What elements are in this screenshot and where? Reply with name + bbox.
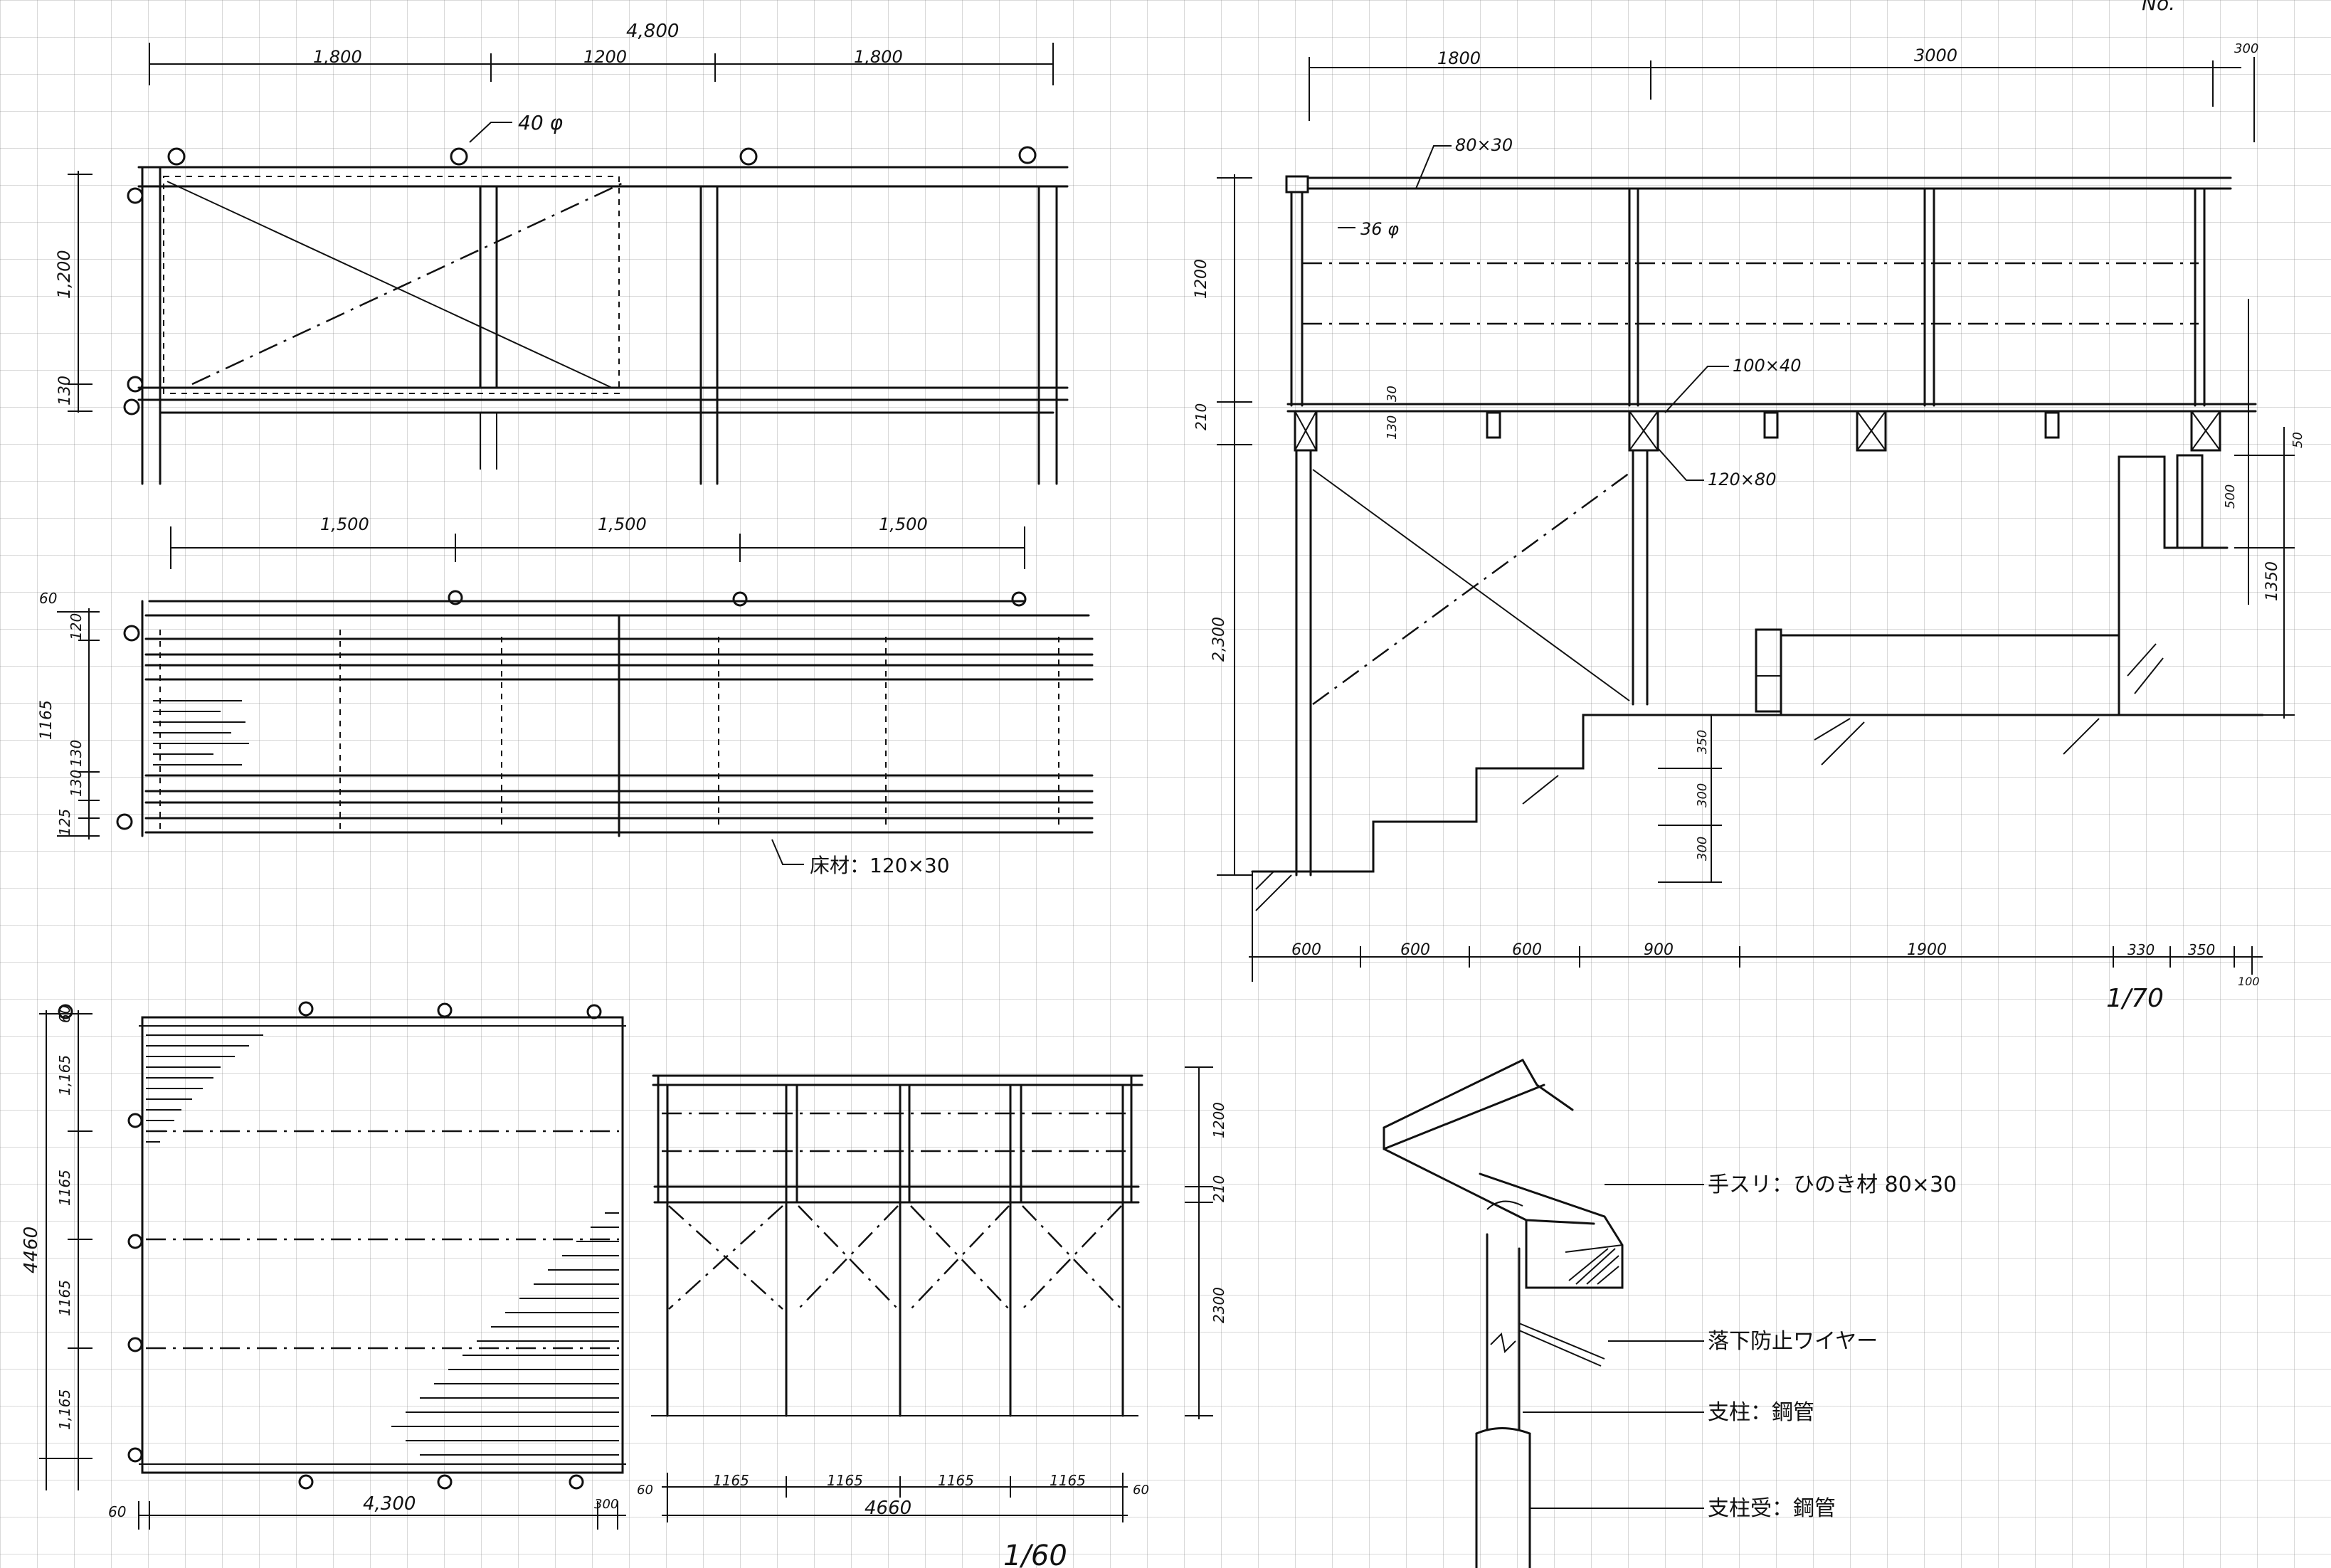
lower-plan-dim-60: 60 — [56, 1005, 73, 1023]
top-plan-span-3: 1,800 — [854, 47, 903, 67]
section-deck-130: 130 — [1385, 415, 1400, 440]
post-size-label: 36 φ — [1360, 219, 1399, 239]
front-elev-total: 4660 — [865, 1498, 911, 1519]
front-elevation-view: 1200 210 2300 60 1165 1165 1165 1165 466… — [637, 1066, 1227, 1568]
floor-plan-span-2: 1,500 — [598, 514, 647, 534]
handrail-detail: 手スリ：ひのき材 80×30 落下防止ワイヤー 支柱：鋼管 支柱受：鋼管 — [1383, 1059, 1957, 1568]
beam-120x80-label: 120×80 — [1708, 470, 1776, 489]
section-bottom-600a: 600 — [1291, 941, 1321, 959]
detail-post-base-label: 支柱受：鋼管 — [1708, 1496, 1836, 1521]
floor-plan-dim-120: 120 — [68, 613, 85, 640]
section-dim-50: 50 — [2290, 432, 2305, 448]
floor-plan-span-1: 1,500 — [320, 514, 369, 534]
section-dim-500: 500 — [2223, 484, 2238, 509]
section-top-dim-300: 300 — [2234, 41, 2258, 56]
top-plan-overall-dim: 4,800 — [626, 21, 679, 42]
front-elev-dim-210: 210 — [1210, 1175, 1227, 1202]
lower-plan-dim-1165c: 1165 — [56, 1280, 73, 1316]
handrail-size-label: 80×30 — [1455, 135, 1513, 155]
sheet-number: No. — [2142, 0, 2175, 15]
floor-plan-dim-125: 125 — [56, 809, 73, 836]
lower-plan-width: 4,300 — [363, 1493, 416, 1515]
section-dim-1200: 1200 — [1193, 259, 1210, 299]
post-diameter-label: 40 φ — [518, 111, 564, 134]
front-elev-bay-1: 1165 — [713, 1472, 749, 1489]
scale-right: 1/70 — [2106, 984, 2164, 1013]
top-plan-span-2: 1200 — [583, 47, 627, 67]
front-elev-bottom-60b: 60 — [1133, 1483, 1149, 1498]
step-dim-300a: 300 — [1695, 783, 1710, 807]
section-bottom-350: 350 — [2188, 941, 2215, 958]
lower-plan-view: 60 1,165 1165 1165 1,165 4460 60 4,300 3… — [21, 1001, 626, 1530]
lower-plan-bottom-300: 300 — [594, 1497, 618, 1512]
section-bottom-600b: 600 — [1400, 941, 1430, 959]
floor-plan-dim-130a: 130 — [68, 740, 85, 767]
top-plan-view: 4,800 1,800 1200 1,800 40 φ — [54, 21, 1069, 485]
section-dim-2300: 2,300 — [1210, 617, 1228, 662]
beam-100x40-label: 100×40 — [1733, 356, 1801, 376]
section-deck-30: 30 — [1385, 386, 1400, 402]
front-elev-bay-4: 1165 — [1050, 1472, 1086, 1489]
lower-plan-total-depth: 4460 — [21, 1227, 42, 1273]
top-plan-base-dim: 130 — [56, 376, 74, 406]
front-elev-bay-3: 1165 — [938, 1472, 974, 1489]
floor-plan-dim-130b: 130 — [68, 770, 85, 797]
detail-post-label: 支柱：鋼管 — [1708, 1400, 1814, 1425]
front-elev-bay-2: 1165 — [827, 1472, 863, 1489]
top-plan-span-1: 1,800 — [313, 47, 362, 67]
section-bottom-900: 900 — [1644, 941, 1674, 959]
front-elev-bottom-60a: 60 — [637, 1483, 653, 1498]
detail-handrail-label: 手スリ：ひのき材 80×30 — [1708, 1172, 1957, 1197]
section-dim-210: 210 — [1193, 403, 1210, 430]
front-elev-dim-2300: 2300 — [1210, 1287, 1227, 1323]
section-bottom-1900: 1900 — [1907, 941, 1947, 959]
detail-wire-label: 落下防止ワイヤー — [1708, 1329, 1878, 1354]
section-bottom-100: 100 — [2238, 975, 2260, 988]
front-elev-dim-1200: 1200 — [1210, 1102, 1227, 1138]
floor-plan-span-3: 1,500 — [879, 514, 928, 534]
lower-plan-dim-1165b: 1165 — [56, 1170, 73, 1206]
scale-left: 1/60 — [1003, 1540, 1067, 1568]
floor-plan-view: 1,500 1,500 1,500 — [38, 514, 1094, 877]
section-top-dim-1800: 1800 — [1437, 48, 1481, 68]
section-dim-1350: 1350 — [2263, 561, 2281, 601]
step-dim-300b: 300 — [1695, 837, 1710, 861]
section-bottom-330: 330 — [2128, 941, 2155, 958]
section-bottom-600c: 600 — [1512, 941, 1542, 959]
lower-plan-bottom-60: 60 — [108, 1503, 126, 1520]
floor-plan-dim-1165: 1165 — [38, 700, 56, 740]
floor-plan-dim-60: 60 — [39, 590, 57, 607]
lower-plan-dim-1165d: 1,165 — [56, 1389, 73, 1430]
section-view: 1800 3000 300 80×30 36 φ — [1193, 41, 2305, 1013]
step-dim-350: 350 — [1695, 730, 1710, 754]
top-plan-height-dim: 1,200 — [54, 250, 74, 299]
section-top-dim-3000: 3000 — [1914, 46, 1957, 65]
lower-plan-dim-1165a: 1,165 — [56, 1055, 73, 1096]
floor-board-label: 床材：120×30 — [810, 854, 950, 877]
